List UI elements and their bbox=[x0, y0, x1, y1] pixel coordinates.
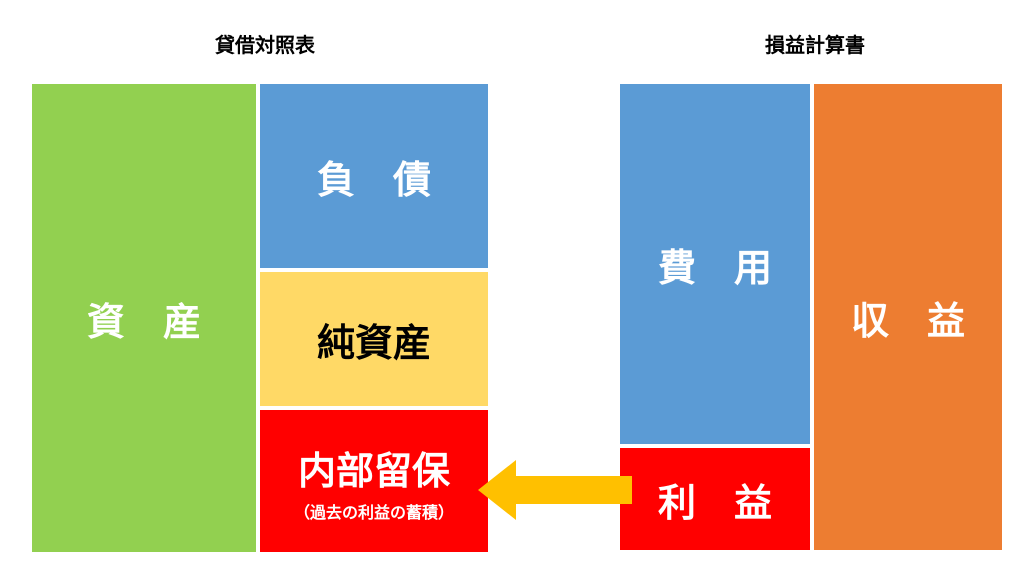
assets-label: 資 産 bbox=[86, 299, 201, 344]
net-assets-block: 純資産 bbox=[258, 270, 490, 408]
profit-label: 利 益 bbox=[657, 480, 772, 525]
expenses-label: 費 用 bbox=[657, 245, 772, 290]
liabilities-block: 負 債 bbox=[258, 82, 490, 270]
revenue-label: 収 益 bbox=[850, 298, 965, 343]
assets-block: 資 産 bbox=[30, 82, 258, 554]
retained-earnings-block: 内部留保 （過去の利益の蓄積） bbox=[258, 408, 490, 554]
expenses-block: 費 用 bbox=[618, 82, 812, 446]
profit-block: 利 益 bbox=[618, 446, 812, 552]
retained-earnings-note: （過去の利益の蓄積） bbox=[293, 502, 454, 522]
left-arrow-icon bbox=[478, 460, 632, 520]
balance-sheet-title: 貸借対照表 bbox=[215, 33, 315, 57]
liabilities-label: 負 債 bbox=[316, 157, 431, 202]
net-assets-label: 純資産 bbox=[316, 320, 431, 365]
income-statement-title: 損益計算書 bbox=[765, 33, 865, 57]
retained-earnings-label: 内部留保 bbox=[297, 448, 450, 493]
arrow-shape bbox=[478, 460, 632, 520]
revenue-block: 収 益 bbox=[812, 82, 1004, 552]
